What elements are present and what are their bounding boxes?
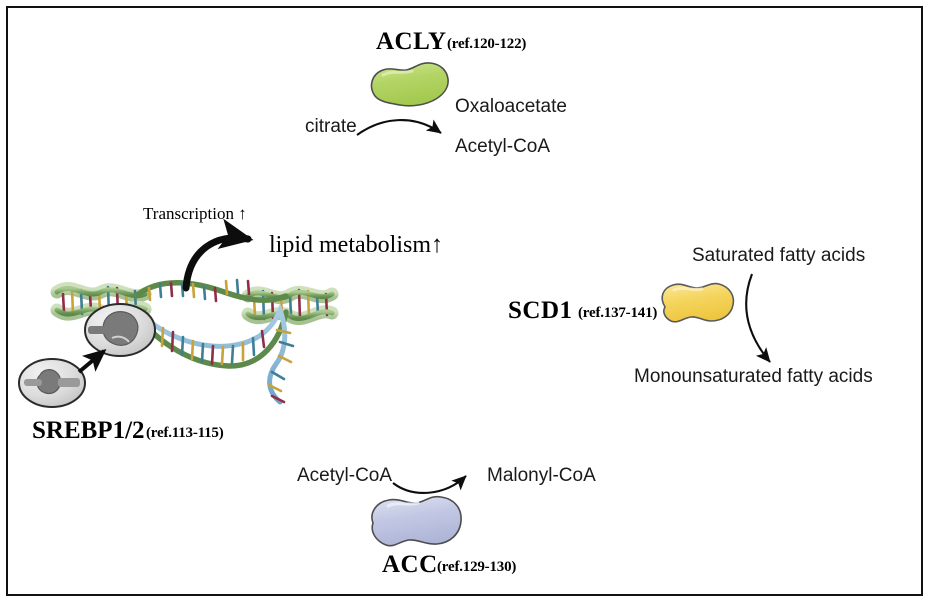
scd1-enzyme-ref: (ref.137-141) — [578, 305, 658, 321]
acc-product-malonyl-coa: Malonyl-CoA — [487, 465, 596, 486]
scd1-product-monounsaturated: Monounsaturated fatty acids — [634, 366, 873, 387]
acc-enzyme-ref: (ref.129-130) — [437, 559, 517, 575]
acly-substrate-citrate: citrate — [305, 116, 357, 137]
acly-enzyme-ref: (ref.120-122) — [447, 36, 527, 52]
acc-substrate-acetyl-coa: Acetyl-CoA — [297, 465, 393, 486]
srebp-title: SREBP1/2 — [32, 417, 145, 444]
scd1-enzyme-title: SCD1 — [508, 297, 573, 324]
transcription-label: Transcription ↑ — [143, 204, 247, 223]
acly-enzyme-title: ACLY — [376, 28, 447, 55]
acly-product-acetyl-coa: Acetyl-CoA — [455, 136, 551, 157]
srebp-ref: (ref.113-115) — [146, 425, 224, 441]
scd1-substrate-saturated: Saturated fatty acids — [692, 245, 866, 266]
figure-border — [6, 6, 923, 596]
acly-product-oxaloacetate: Oxaloacetate — [455, 96, 567, 117]
acc-enzyme-title: ACC — [382, 551, 438, 578]
lipid-metabolism-label: lipid metabolism↑ — [269, 232, 443, 258]
